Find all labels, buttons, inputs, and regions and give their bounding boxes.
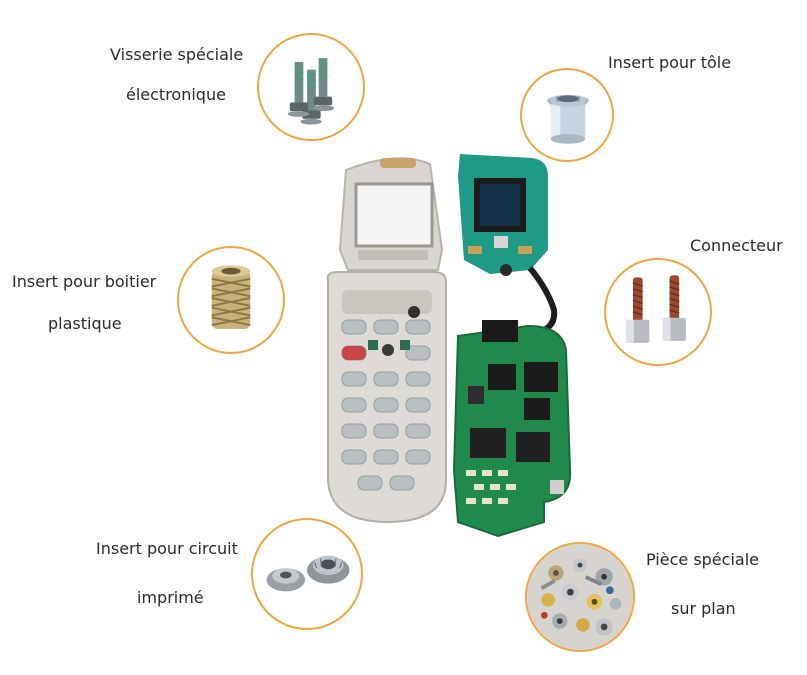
label-insert-circuit-line1: Insert pour circuit: [96, 539, 238, 558]
sheet-insert-thumbnail: [520, 68, 614, 162]
disassembled-phone-illustration: [326, 154, 572, 538]
connector-thumbnail: [604, 258, 712, 366]
screws-icon: [287, 58, 335, 125]
label-visserie-line1: Visserie spéciale: [110, 45, 244, 64]
assorted-parts-icon: [527, 544, 633, 650]
plastic-insert-thumbnail: [177, 246, 285, 354]
pcb-nut-insert-icon: [266, 555, 350, 592]
screws-thumbnail: [257, 33, 365, 141]
label-insert-tole: Insert pour tôle: [608, 53, 732, 72]
label-piece-speciale-line1: Pièce spéciale: [646, 550, 759, 569]
label-insert-boitier-line1: Insert pour boitier: [12, 272, 157, 291]
special-parts-thumbnail: [525, 542, 635, 652]
sheet-metal-insert-icon: [546, 94, 590, 144]
label-visserie-line2: électronique: [126, 85, 226, 104]
label-piece-speciale-line2: sur plan: [671, 599, 736, 618]
flex-cable: [527, 266, 558, 335]
pcb-insert-thumbnail: [251, 518, 363, 630]
label-insert-circuit-line2: imprimé: [137, 588, 204, 607]
label-insert-boitier-line2: plastique: [48, 314, 122, 333]
connector-pins-icon: [626, 275, 686, 343]
label-connecteur: Connecteur: [690, 236, 783, 255]
knurled-brass-insert-icon: [211, 265, 251, 329]
phone-screen-window: [354, 182, 434, 248]
